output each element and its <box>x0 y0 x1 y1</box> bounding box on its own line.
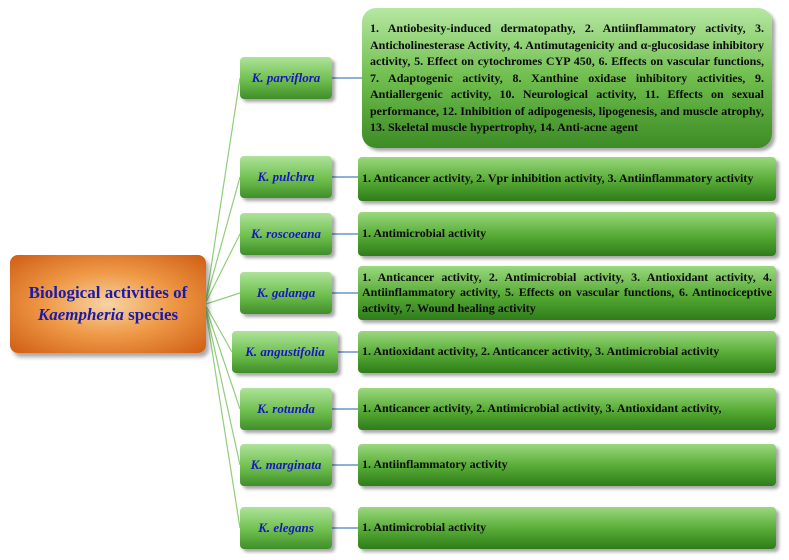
species-node-roscoeana: K. roscoeana <box>240 213 332 255</box>
activity-text: 1. Antiinflammatory activity <box>362 457 508 472</box>
activity-box-angustifolia: 1. Antioxidant activity, 2. Anticancer a… <box>358 331 776 373</box>
species-node-parviflora: K. parviflora <box>240 57 332 99</box>
species-node-angustifolia: K. angustifolia <box>232 331 338 373</box>
species-node-rotunda: K. rotunda <box>240 388 332 430</box>
root-title-line2: Kaempheria species <box>38 304 178 326</box>
connector-roscoeana <box>205 233 241 303</box>
activity-text: 1. Antimicrobial activity <box>362 520 487 535</box>
connector-pulchra <box>205 176 241 301</box>
activity-text: 1. Anticancer activity, 2. Vpr inhibitio… <box>362 171 754 186</box>
activity-text: 1. Antiobesity-induced dermatopathy, 2. … <box>370 21 764 135</box>
activity-box-rotunda: 1. Anticancer activity, 2. Antimicrobial… <box>358 388 776 430</box>
root-title-line1: Biological activities of <box>28 283 188 302</box>
genus-name: Kaempheria <box>37 305 124 324</box>
activity-box-elegans: 1. Antimicrobial activity <box>358 507 776 549</box>
species-node-galanga: K. galanga <box>240 272 332 314</box>
root-title-suffix: species <box>123 305 179 324</box>
activity-text: 1. Anticancer activity, 2. Antimicrobial… <box>362 269 772 315</box>
activity-text: 1. Anticancer activity, 2. Antimicrobial… <box>362 401 722 416</box>
connector-galanga <box>205 292 241 305</box>
activity-box-galanga: 1. Anticancer activity, 2. Antimicrobial… <box>358 266 776 320</box>
activity-box-marginata: 1. Antiinflammatory activity <box>358 444 776 486</box>
species-node-marginata: K. marginata <box>240 444 332 486</box>
activity-box-pulchra: 1. Anticancer activity, 2. Vpr inhibitio… <box>358 157 776 201</box>
activity-box-roscoeana: 1. Antimicrobial activity <box>358 212 776 256</box>
species-node-pulchra: K. pulchra <box>240 156 332 198</box>
activity-text: 1. Antimicrobial activity <box>362 226 487 241</box>
connector-angustifolia <box>205 305 233 353</box>
activity-text: 1. Antioxidant activity, 2. Anticancer a… <box>362 344 720 359</box>
connector-parviflora <box>205 77 241 301</box>
root-node: Biological activities of Kaempheria spec… <box>10 255 206 353</box>
species-node-elegans: K. elegans <box>240 507 332 549</box>
activity-box-parviflora: 1. Antiobesity-induced dermatopathy, 2. … <box>362 8 772 148</box>
